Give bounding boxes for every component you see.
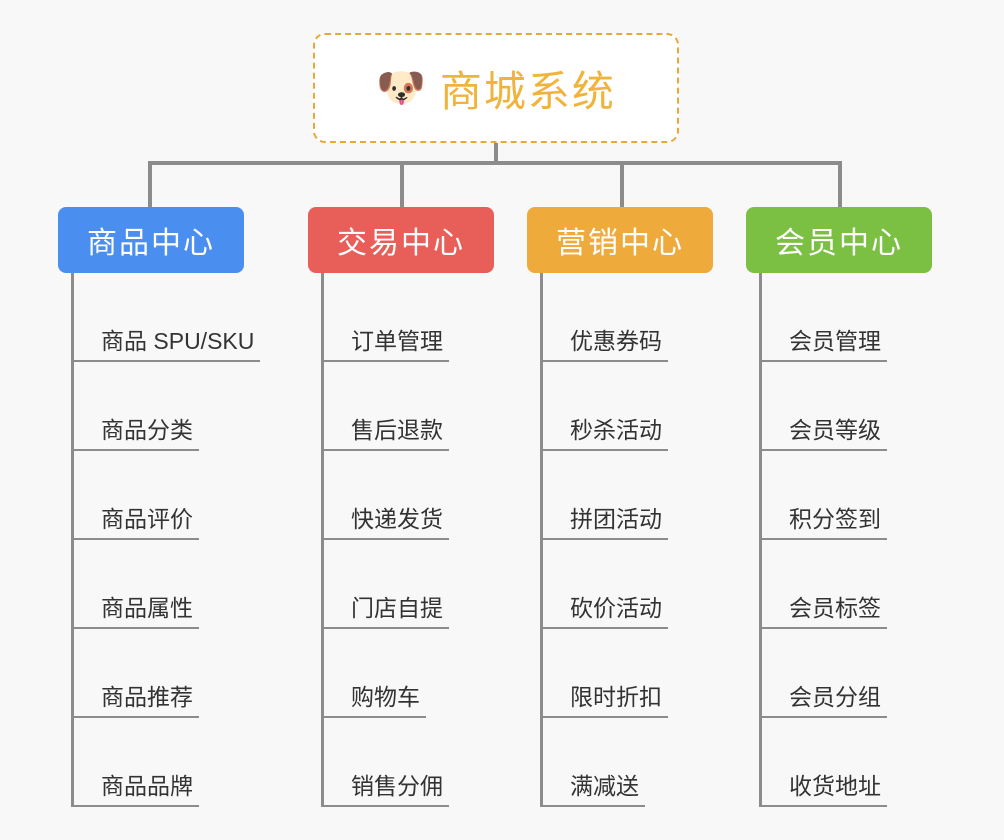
leaf-item[interactable]: 购物车: [308, 629, 494, 718]
leaf-item-label: 会员等级: [759, 417, 887, 451]
leaf-item[interactable]: 销售分佣: [308, 718, 494, 807]
leaf-item[interactable]: 商品评价: [58, 451, 244, 540]
leaf-item-label: 售后退款: [321, 417, 449, 451]
leaf-item-label: 优惠券码: [540, 328, 668, 362]
connector-drop-member-center: [838, 161, 842, 209]
leaf-item[interactable]: 快递发货: [308, 451, 494, 540]
connector-spine-trade-center: [321, 273, 324, 807]
leaf-list-member-center: 会员管理会员等级积分签到会员标签会员分组收货地址: [746, 273, 932, 807]
leaf-item[interactable]: 积分签到: [746, 451, 932, 540]
leaf-item[interactable]: 商品品牌: [58, 718, 244, 807]
leaf-item[interactable]: 满减送: [527, 718, 713, 807]
leaf-item[interactable]: 会员标签: [746, 540, 932, 629]
leaf-item-label: 积分签到: [759, 506, 887, 540]
leaf-item[interactable]: 商品分类: [58, 362, 244, 451]
leaf-item-label: 商品评价: [71, 506, 199, 540]
connector-root-stem: [494, 143, 498, 165]
leaf-item[interactable]: 收货地址: [746, 718, 932, 807]
dog-face-icon: 🐶: [376, 66, 426, 110]
leaf-item[interactable]: 商品属性: [58, 540, 244, 629]
leaf-item-label: 拼团活动: [540, 506, 668, 540]
root-title: 商城系统: [439, 67, 616, 115]
branch-marketing-center: 营销中心优惠券码秒杀活动拼团活动砍价活动限时折扣满减送: [527, 207, 713, 807]
leaf-item[interactable]: 会员管理: [746, 273, 932, 362]
leaf-item[interactable]: 商品 SPU/SKU: [58, 273, 261, 362]
branch-product-center: 商品中心商品 SPU/SKU 商品分类商品评价商品属性商品推荐商品品牌: [58, 207, 261, 807]
leaf-list-marketing-center: 优惠券码秒杀活动拼团活动砍价活动限时折扣满减送: [527, 273, 713, 807]
leaf-item-label: 订单管理: [321, 328, 449, 362]
connector-spine-product-center: [71, 273, 74, 807]
leaf-item[interactable]: 门店自提: [308, 540, 494, 629]
leaf-item[interactable]: 订单管理: [308, 273, 494, 362]
connector-drop-product-center: [148, 161, 152, 209]
branch-member-center: 会员中心会员管理会员等级积分签到会员标签会员分组收货地址: [746, 207, 932, 807]
leaf-item-label: 收货地址: [759, 773, 887, 807]
leaf-item-label: 商品品牌: [71, 773, 199, 807]
leaf-item-label: 会员分组: [759, 684, 887, 718]
connector-spine-marketing-center: [540, 273, 543, 807]
root-node[interactable]: 🐶 商城系统: [313, 33, 679, 143]
leaf-list-product-center: 商品 SPU/SKU 商品分类商品评价商品属性商品推荐商品品牌: [58, 273, 261, 807]
leaf-item-label: 销售分佣: [321, 773, 449, 807]
leaf-item-label: 限时折扣: [540, 684, 668, 718]
leaf-item-label: 商品分类: [71, 417, 199, 451]
leaf-item-label: 门店自提: [321, 595, 449, 629]
leaf-item-label: 会员标签: [759, 595, 887, 629]
branch-header-marketing-center[interactable]: 营销中心: [527, 207, 713, 273]
leaf-item-label: 商品推荐: [71, 684, 199, 718]
leaf-item[interactable]: 秒杀活动: [527, 362, 713, 451]
leaf-item[interactable]: 会员等级: [746, 362, 932, 451]
branch-header-product-center[interactable]: 商品中心: [58, 207, 244, 273]
leaf-item-label: 购物车: [321, 684, 426, 718]
leaf-item-label: 商品属性: [71, 595, 199, 629]
leaf-item-label: 秒杀活动: [540, 417, 668, 451]
leaf-item[interactable]: 售后退款: [308, 362, 494, 451]
branch-trade-center: 交易中心订单管理售后退款快递发货门店自提购物车销售分佣: [308, 207, 494, 807]
leaf-item[interactable]: 限时折扣: [527, 629, 713, 718]
leaf-item[interactable]: 商品推荐: [58, 629, 244, 718]
branch-header-member-center[interactable]: 会员中心: [746, 207, 932, 273]
connector-spine-member-center: [759, 273, 762, 807]
leaf-item[interactable]: 优惠券码: [527, 273, 713, 362]
leaf-item[interactable]: 拼团活动: [527, 451, 713, 540]
leaf-item[interactable]: 砍价活动: [527, 540, 713, 629]
connector-drop-marketing-center: [620, 161, 624, 209]
leaf-item-label: 会员管理: [759, 328, 887, 362]
leaf-item-label: 砍价活动: [540, 595, 668, 629]
leaf-list-trade-center: 订单管理售后退款快递发货门店自提购物车销售分佣: [308, 273, 494, 807]
branch-header-trade-center[interactable]: 交易中心: [308, 207, 494, 273]
leaf-item-label: 满减送: [540, 773, 645, 807]
connector-drop-trade-center: [400, 161, 404, 209]
leaf-item[interactable]: 会员分组: [746, 629, 932, 718]
leaf-item-label: 快递发货: [321, 506, 449, 540]
leaf-item-label: 商品 SPU/SKU: [71, 328, 261, 362]
connector-horizontal-bus: [148, 161, 842, 165]
